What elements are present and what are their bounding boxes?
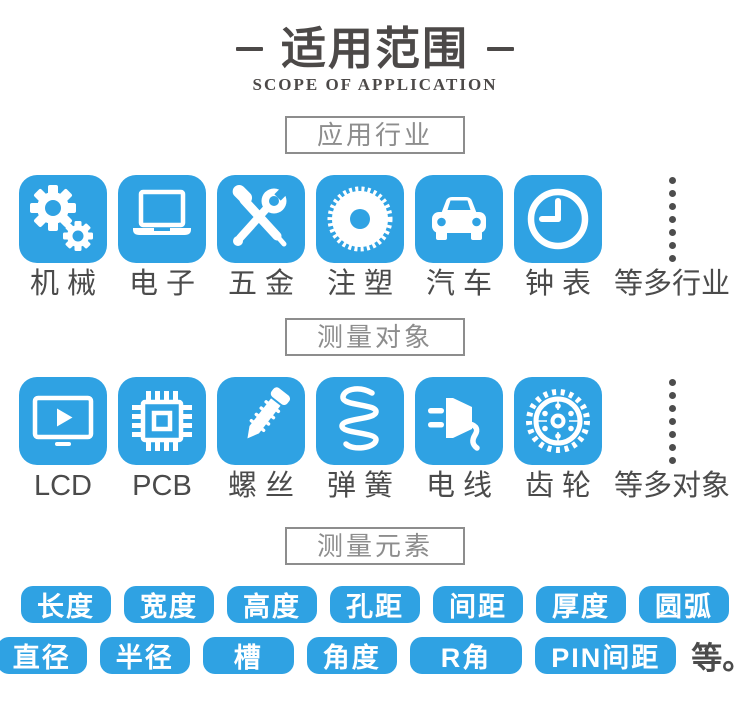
vertical-dots-icon — [668, 377, 676, 465]
elements-etc-text: 等。 — [691, 641, 750, 676]
section-heading-elements: 测量元素 — [285, 527, 465, 565]
more-industries-label: 等多行业 — [613, 268, 730, 300]
element-tag-r-angle: R角 — [409, 637, 523, 674]
more-objects-label: 等多对象 — [613, 470, 730, 502]
industry-label: 注塑 — [326, 268, 401, 300]
plug-icon — [415, 377, 503, 465]
gears-icon — [19, 175, 107, 263]
page-header: 适用范围 SCOPE OF APPLICATION — [0, 0, 750, 95]
objects-row: LCD PCB — [0, 377, 750, 501]
object-label: 电线 — [425, 470, 500, 502]
elements-row-2: 直径 半径 槽 角度 R角 PIN间距 等。 — [0, 633, 750, 678]
lcd-icon — [19, 377, 107, 465]
saw-blade-icon — [316, 175, 404, 263]
element-tag-hole-distance: 孔距 — [330, 586, 420, 623]
element-tag-radius: 半径 — [99, 637, 190, 674]
object-label: PCB — [132, 470, 192, 502]
elements-row-1: 长度 宽度 高度 孔距 间距 厚度 圆弧 — [0, 586, 750, 623]
industry-label: 五金 — [227, 268, 302, 300]
industry-item-injection-molding: 注塑 — [316, 175, 404, 299]
industry-label: 钟表 — [524, 268, 599, 300]
car-icon — [415, 175, 503, 263]
laptop-icon — [118, 175, 206, 263]
vertical-dots-icon — [668, 175, 676, 263]
object-label: 螺丝 — [227, 470, 302, 502]
pcb-chip-icon — [118, 377, 206, 465]
object-item-spring: 弹簧 — [316, 377, 404, 501]
object-item-screw: 螺丝 — [217, 377, 305, 501]
element-tag-height: 高度 — [227, 586, 317, 623]
page-title: 适用范围 — [280, 23, 469, 74]
object-item-wire: 电线 — [415, 377, 503, 501]
object-label: 齿轮 — [524, 470, 599, 502]
section-heading-objects: 测量对象 — [285, 318, 465, 356]
industries-row: 机械 电子 — [0, 175, 750, 299]
more-objects: 等多对象 — [613, 377, 731, 501]
element-tag-length: 长度 — [21, 586, 111, 623]
section-heading-industries: 应用行业 — [285, 116, 465, 154]
clock-icon — [514, 175, 602, 263]
object-label: LCD — [33, 470, 92, 502]
industry-label: 机械 — [29, 268, 104, 300]
element-tag-diameter: 直径 — [0, 637, 87, 674]
element-tag-angle: 角度 — [306, 637, 397, 674]
element-tag-arc: 圆弧 — [639, 586, 729, 623]
object-item-gear: 齿轮 — [514, 377, 602, 501]
tools-icon — [217, 175, 305, 263]
industry-item-watches: 钟表 — [514, 175, 602, 299]
element-tag-thickness: 厚度 — [536, 586, 626, 623]
page-subtitle: SCOPE OF APPLICATION — [252, 75, 498, 94]
industry-item-electronics: 电子 — [118, 175, 206, 299]
industry-label: 电子 — [128, 268, 203, 300]
screw-icon — [217, 377, 305, 465]
element-tag-spacing: 间距 — [433, 586, 523, 623]
element-tag-pin-spacing: PIN间距 — [535, 637, 677, 674]
title-left-dash — [235, 47, 263, 51]
industry-item-automotive: 汽车 — [415, 175, 503, 299]
object-item-pcb: PCB — [118, 377, 206, 501]
industry-item-machinery: 机械 — [19, 175, 107, 299]
element-tag-slot: 槽 — [202, 637, 294, 674]
industry-item-hardware: 五金 — [217, 175, 305, 299]
element-tag-width: 宽度 — [124, 586, 214, 623]
object-label: 弹簧 — [326, 470, 401, 502]
industry-label: 汽车 — [425, 268, 500, 300]
spring-icon — [316, 377, 404, 465]
gear-wheel-icon — [514, 377, 602, 465]
more-industries: 等多行业 — [613, 175, 731, 299]
object-item-lcd: LCD — [19, 377, 107, 501]
title-right-dash — [487, 47, 514, 51]
